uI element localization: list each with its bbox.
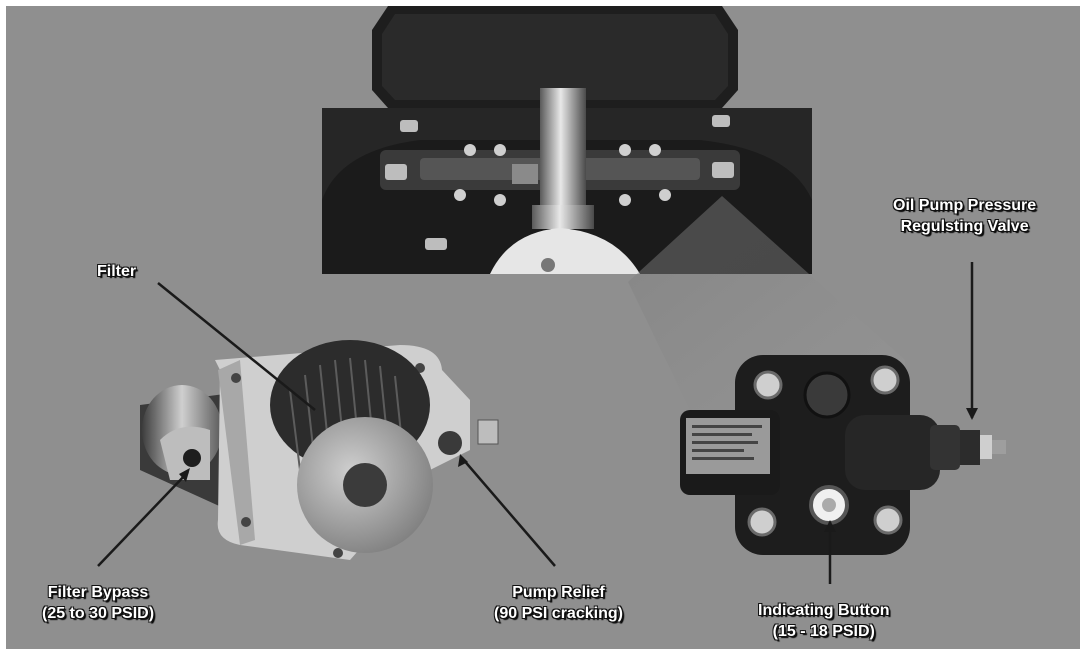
label-pump-relief-line2: (90 PSI cracking) — [494, 605, 623, 622]
filter-bypass-leader — [97, 471, 189, 567]
label-filter-bypass-line2: (25 to 30 PSID) — [42, 605, 155, 622]
label-pump-relief-line1: Pump Relief — [512, 584, 605, 601]
valve-photo — [680, 355, 1006, 555]
label-indicating-button: Indicating Button (15 - 18 PSID) — [758, 600, 890, 642]
label-oil-pump-valve: Oil Pump Pressure Regulsting Valve — [893, 195, 1036, 237]
label-filter: Filter — [97, 261, 136, 282]
filter-leader — [157, 282, 316, 411]
label-indicating-line1: Indicating Button — [758, 602, 890, 619]
label-filter-bypass: Filter Bypass (25 to 30 PSID) — [42, 582, 154, 624]
label-indicating-line2: (15 - 18 PSID) — [772, 623, 875, 640]
pump-relief-leader — [461, 457, 556, 567]
gearbox-photo — [322, 6, 812, 274]
label-filter-text: Filter — [97, 263, 137, 280]
pump-housing-render — [140, 340, 499, 560]
leader-lines — [97, 262, 974, 584]
label-pump-relief: Pump Relief (90 PSI cracking) — [494, 582, 623, 624]
label-filter-bypass-line1: Filter Bypass — [47, 584, 149, 601]
label-oil-pump-line2: Regulsting Valve — [900, 218, 1029, 235]
label-oil-pump-line1: Oil Pump Pressure — [893, 197, 1037, 214]
leader-arrowheads — [179, 408, 978, 532]
